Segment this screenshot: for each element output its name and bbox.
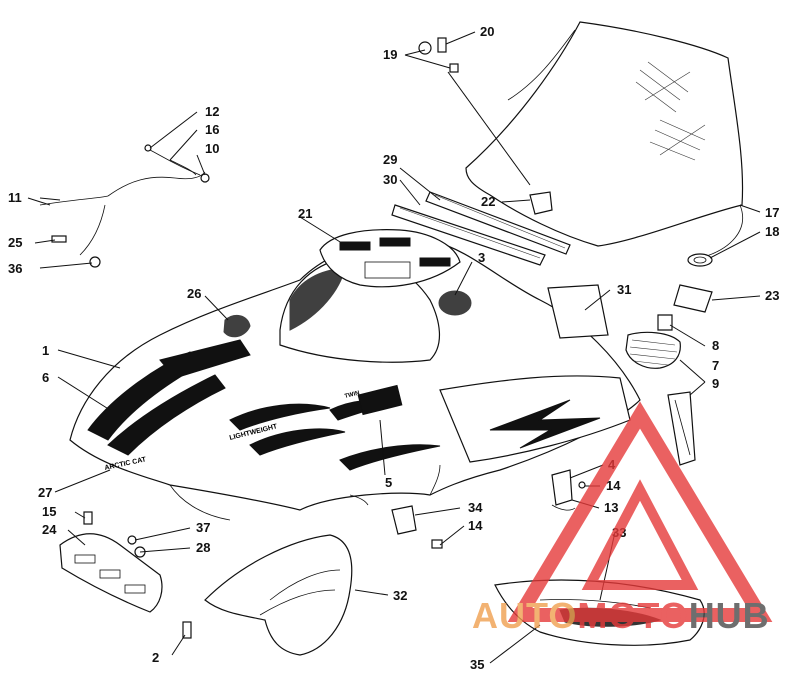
callout-23: 23 bbox=[765, 288, 779, 303]
bolt-2-part bbox=[182, 621, 192, 639]
callout-3: 3 bbox=[478, 250, 485, 265]
callout-24: 24 bbox=[42, 522, 57, 537]
knob-3-part bbox=[438, 290, 472, 316]
callout-34: 34 bbox=[468, 500, 483, 515]
callout-21: 21 bbox=[298, 206, 312, 221]
callout-35: 35 bbox=[470, 657, 484, 672]
watermark-hub-text: HUB bbox=[689, 595, 770, 636]
callout-25: 25 bbox=[8, 235, 22, 250]
callout-19: 19 bbox=[383, 47, 397, 62]
callout-6: 6 bbox=[42, 370, 49, 385]
knob-22-part bbox=[529, 191, 553, 215]
callout-36: 36 bbox=[8, 261, 22, 276]
watermark-moto-text: MOTO bbox=[577, 595, 688, 636]
callout-29: 29 bbox=[383, 152, 397, 167]
lower-panel-left-part bbox=[59, 533, 163, 613]
callout-9: 9 bbox=[712, 376, 719, 391]
hood-part: ARCTIC CAT LIGHTWEIGHT TWIN bbox=[69, 238, 641, 521]
callout-20: 20 bbox=[480, 24, 494, 39]
callout-17: 17 bbox=[765, 205, 779, 220]
vent-grille-part bbox=[625, 331, 681, 369]
decal-strip-parts bbox=[391, 191, 571, 266]
callout-18: 18 bbox=[765, 224, 779, 239]
callout-15: 15 bbox=[42, 504, 56, 519]
svg-text:AUTOMOTOHUB: AUTOMOTOHUB bbox=[472, 595, 770, 636]
callout-14: 14 bbox=[606, 478, 621, 493]
callout-1: 1 bbox=[42, 343, 49, 358]
callout-8: 8 bbox=[712, 338, 719, 353]
watermark-auto-text: AUTO bbox=[472, 595, 577, 636]
callout-7: 7 bbox=[712, 358, 719, 373]
watermark-triangle-inner-icon bbox=[581, 479, 699, 590]
lower-duct-part bbox=[204, 534, 353, 656]
instrument-decal-part bbox=[319, 229, 461, 288]
grommet-18-part bbox=[687, 253, 713, 267]
twin-decal-text: TWIN bbox=[344, 390, 360, 400]
callout-12: 12 bbox=[205, 104, 219, 119]
callout-27: 27 bbox=[38, 485, 52, 500]
decal-31-part bbox=[547, 284, 609, 339]
callout-22: 22 bbox=[481, 194, 495, 209]
watermark-logo: AUTOMOTOHUB bbox=[472, 401, 773, 636]
callout-14b: 14 bbox=[468, 518, 483, 533]
callout-5: 5 bbox=[385, 475, 392, 490]
callout-11: 11 bbox=[8, 190, 22, 205]
callout-30: 30 bbox=[383, 172, 397, 187]
callout-31: 31 bbox=[617, 282, 631, 297]
handle-9-part bbox=[667, 391, 696, 466]
bracket-34-part bbox=[349, 494, 443, 549]
cable-assembly-part bbox=[39, 144, 210, 268]
callout-2: 2 bbox=[152, 650, 159, 665]
windshield-part bbox=[465, 21, 744, 259]
clip-8-part bbox=[657, 314, 673, 331]
screw-19-20-part bbox=[418, 37, 531, 186]
callout-32: 32 bbox=[393, 588, 407, 603]
callout-28: 28 bbox=[196, 540, 210, 555]
callout-26: 26 bbox=[187, 286, 201, 301]
knob-26-part bbox=[223, 314, 251, 338]
watermark-triangle-icon bbox=[507, 401, 773, 622]
plate-23-part bbox=[673, 284, 713, 313]
callout-16: 16 bbox=[205, 122, 219, 137]
callout-13: 13 bbox=[604, 500, 618, 515]
callout-10: 10 bbox=[205, 141, 219, 156]
callout-37: 37 bbox=[196, 520, 210, 535]
bolt-15-part bbox=[83, 511, 93, 525]
